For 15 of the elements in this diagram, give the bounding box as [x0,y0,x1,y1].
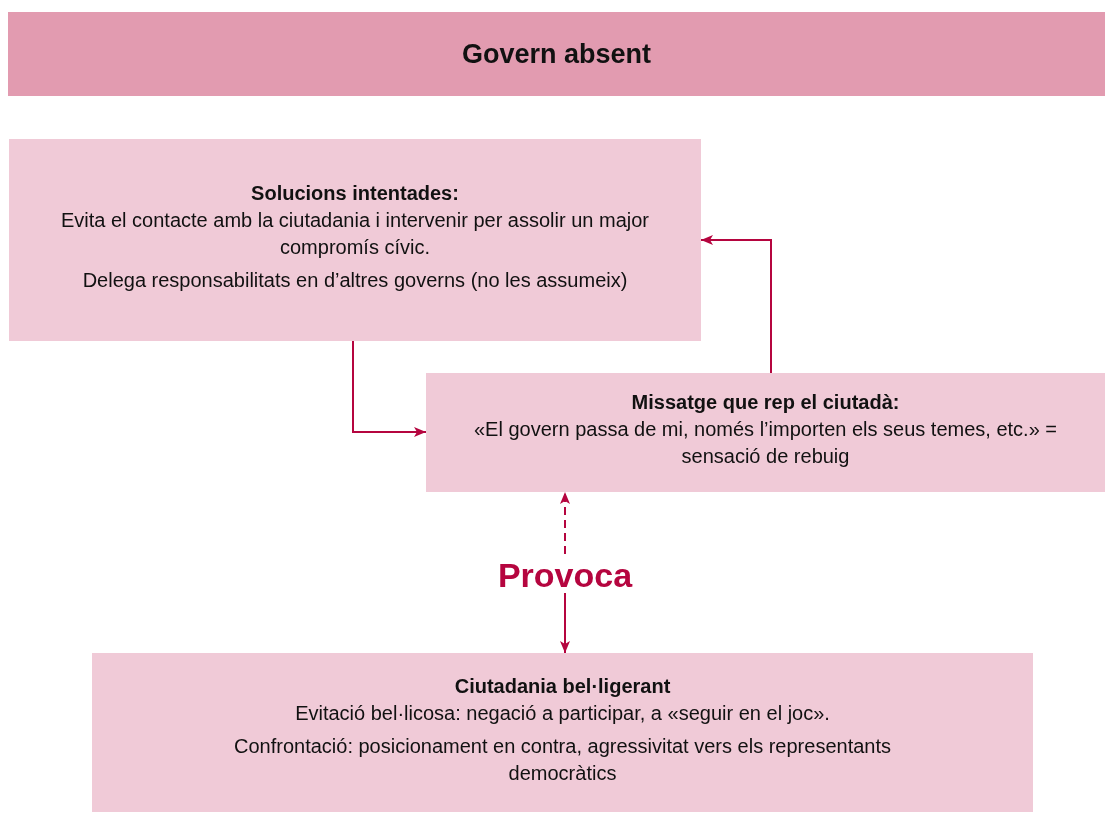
box-text: Evita el contacte amb la ciutadania i intervenir per assolir un major compromís cívic. [59,208,651,260]
title-band [8,12,1105,96]
title: Govern absent [461,40,652,68]
box-text: Confrontació: posicionament en contra, agressivitat vers els representants democràtics [233,733,892,786]
arrow [700,235,772,374]
box-text: «El govern passa de mi, només l’importen els seus temes, etc.» = sensació de rebuig [472,417,1059,469]
box-text: Delega responsabilitats en d’altres governs (no les assumeix) [82,268,628,293]
process-box [9,139,701,341]
arrow [352,340,427,437]
box-heading: Ciutadania bel·ligerant [454,673,671,699]
box-text: Evitació bel·licosa: negació a participar, a «seguir en el joc». [295,700,830,726]
box-heading: Missatge que rep el ciutadà: [631,390,900,415]
box-heading: Solucions intentades: [251,181,459,206]
process-box [426,373,1105,492]
process-box [92,653,1033,812]
